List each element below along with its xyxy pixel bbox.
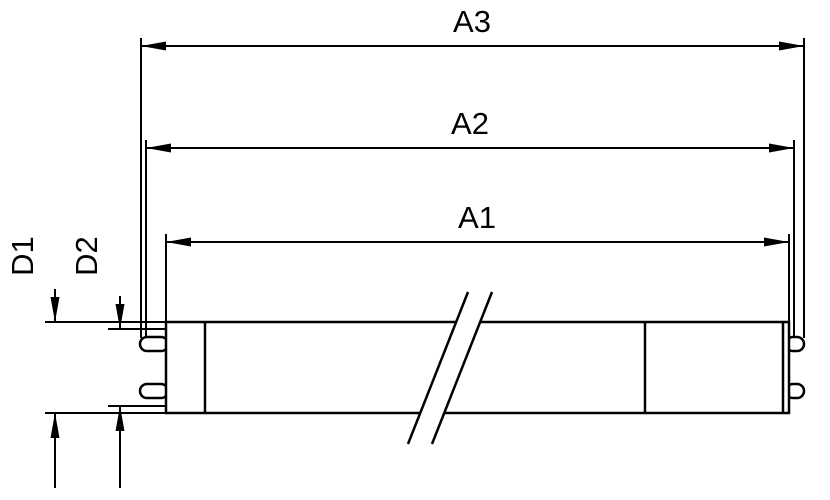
- a1-left-arrow: [166, 237, 191, 247]
- break-slash-right: [430, 291, 494, 445]
- a3-right-arrow: [779, 41, 804, 51]
- d2-top-arrow: [115, 304, 125, 329]
- d1-top-arrow: [50, 297, 60, 322]
- label-d2: D2: [69, 236, 104, 276]
- left-top-pin: [138, 335, 170, 353]
- d2-bottom-arrow: [115, 406, 125, 431]
- left-bottom-pin: [138, 382, 170, 400]
- a2-left-arrow: [146, 143, 171, 153]
- a2-right-arrow: [769, 143, 794, 153]
- label-a1: A1: [458, 200, 496, 235]
- break-slash-left: [406, 291, 470, 445]
- tube-outline: [164, 320, 791, 415]
- label-a3: A3: [453, 4, 491, 39]
- arrowheads: [50, 41, 804, 438]
- dimension-labels: A3 A2 A1 D1 D2: [5, 4, 496, 276]
- extension-lines: [45, 38, 805, 414]
- a3-left-arrow: [141, 41, 166, 51]
- d1-bottom-arrow: [50, 413, 60, 438]
- label-a2: A2: [451, 106, 489, 141]
- dimension-lines: [54, 45, 804, 488]
- break-symbol: [406, 291, 494, 445]
- a1-right-arrow: [764, 237, 789, 247]
- break-gap-mask: [408, 292, 492, 444]
- label-d1: D1: [5, 236, 40, 276]
- tube-body: [164, 320, 791, 415]
